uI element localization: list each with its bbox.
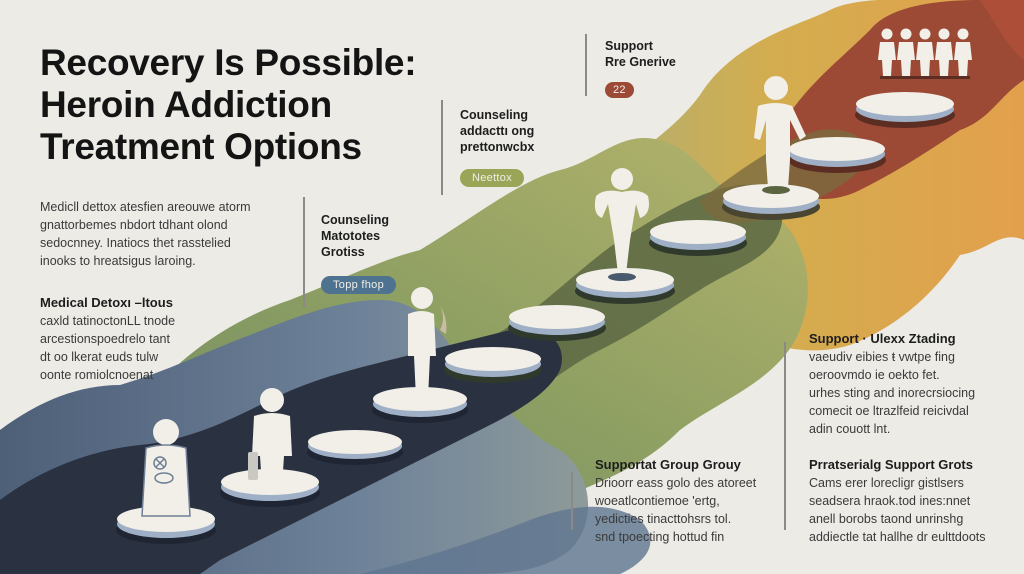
medical-detox-line: caxld tatinoctonLL tnode: [40, 314, 176, 328]
person-with-bag-figure: [248, 388, 292, 486]
callout-heading: Rre Gnerive: [605, 55, 676, 69]
support-group-line: Drioorr eass golo des atoreet: [595, 476, 757, 490]
intro-line: sedocnney. Inatiocs thet rasstelied: [40, 236, 231, 250]
support-line: comecit oe ltrazlfeid reicivdal: [809, 404, 969, 418]
medical-detox-line: dt oo lkerat euds tulw: [40, 350, 159, 364]
disc-3: [307, 430, 403, 465]
person-walking-figure: [754, 76, 806, 194]
medical-detox-line: arcestionspoedrelo tant: [40, 332, 170, 346]
peer-support-section: Prratserialg Support Grots Cams erer lor…: [809, 456, 986, 546]
callout-heading: Counseling: [460, 108, 529, 122]
disc-2: [220, 469, 320, 507]
support-line: urhes sting and inorecrsiocing: [809, 386, 976, 400]
page-title: Recovery Is Possible: Heroin Addiction T…: [40, 42, 417, 168]
callout-heading: addacttı ong: [460, 124, 535, 138]
callout-badge[interactable]: 22: [605, 82, 634, 98]
title-line-2: Heroin Addiction: [40, 84, 332, 125]
support-callout: Support Rre Gnerive 22: [605, 38, 676, 98]
support-heading: Support · Ulexx Ztading: [809, 331, 956, 346]
intro-paragraph: Medicll dettox atesfien areouwe atorm gn…: [40, 198, 251, 270]
support-section: Support · Ulexx Ztading vaeudiv eibies ŧ…: [809, 330, 975, 438]
callout-pill-button[interactable]: Neettox: [460, 169, 525, 187]
support-line: adin couott lnt.: [809, 422, 891, 436]
callout-heading: Grotiss: [321, 245, 365, 259]
disc-4: [372, 387, 468, 423]
group-holding-hands-figure: [878, 28, 972, 79]
support-group-line: yedicties tinacttohsrs tol.: [595, 512, 732, 526]
callout-heading: prettonwcbx: [460, 140, 535, 154]
title-line-3: Treatment Options: [40, 126, 362, 167]
medical-detox-heading: Medical Detoxı –ltous: [40, 295, 173, 310]
divider-line: [585, 34, 587, 96]
peer-support-line: seadsera hraok.tod ines:nnet: [809, 494, 971, 508]
disc-7: [575, 268, 675, 304]
peer-support-line: addiectle tat hallhe dr eulttdoots: [809, 530, 986, 544]
support-group-line: snd tpoecting hottud fin: [595, 530, 725, 544]
disc-5: [444, 347, 542, 383]
callout-pill-button[interactable]: Topp fhop: [321, 276, 397, 294]
person-with-smoke-figure: [408, 287, 447, 398]
divider-line: [303, 197, 305, 307]
medical-detox-section: Medical Detoxı –ltous caxld tatinoctonLL…: [40, 294, 175, 384]
disc-11: [855, 92, 955, 128]
disc-9: [722, 184, 820, 220]
support-line: oeroovmdo ie oekto fet.: [809, 368, 940, 382]
medical-detox-line: oonte romiolcnoenat: [40, 368, 154, 382]
intro-line: inooks to hreatsigus laroing.: [40, 254, 196, 268]
support-group-line: woeatlcontiemoe 'ertg,: [595, 494, 720, 508]
person-with-x-figure: [141, 419, 191, 517]
disc-8: [649, 220, 747, 256]
stepping-stones: [116, 92, 955, 544]
intro-line: gnattorbemes nbdort tdhant olond: [40, 218, 228, 232]
callout-heading: Support: [605, 39, 653, 53]
callout-heading: Counseling: [321, 213, 390, 227]
support-line: vaeudiv eibies ŧ vwtpe fing: [809, 350, 955, 364]
peer-support-heading: Prratserialg Support Grots: [809, 457, 973, 472]
counseling-callout-2: Counseling addacttı ong prettonwcbx Neet…: [460, 107, 534, 187]
intro-line: Medicll dettox atesfien areouwe atorm: [40, 200, 251, 214]
divider-line: [571, 472, 573, 530]
support-group-heading: Supportat Group Grouy: [595, 457, 741, 472]
callout-heading: Matototes: [321, 229, 381, 243]
disc-6: [508, 305, 606, 341]
person-stretching-figure: [594, 168, 649, 281]
peer-support-line: Cams erer lorecligr gistlsers: [809, 476, 964, 490]
divider-line: [784, 342, 786, 530]
peer-support-line: anell borobs taond unrinshg: [809, 512, 964, 526]
counseling-callout-1: Counseling Matototes Grotiss Topp fhop: [321, 212, 397, 294]
disc-10: [788, 137, 886, 173]
title-line-1: Recovery Is Possible:: [40, 42, 417, 83]
support-group-section: Supportat Group Grouy Drioorr eass golo …: [595, 456, 756, 546]
divider-line: [441, 100, 443, 195]
